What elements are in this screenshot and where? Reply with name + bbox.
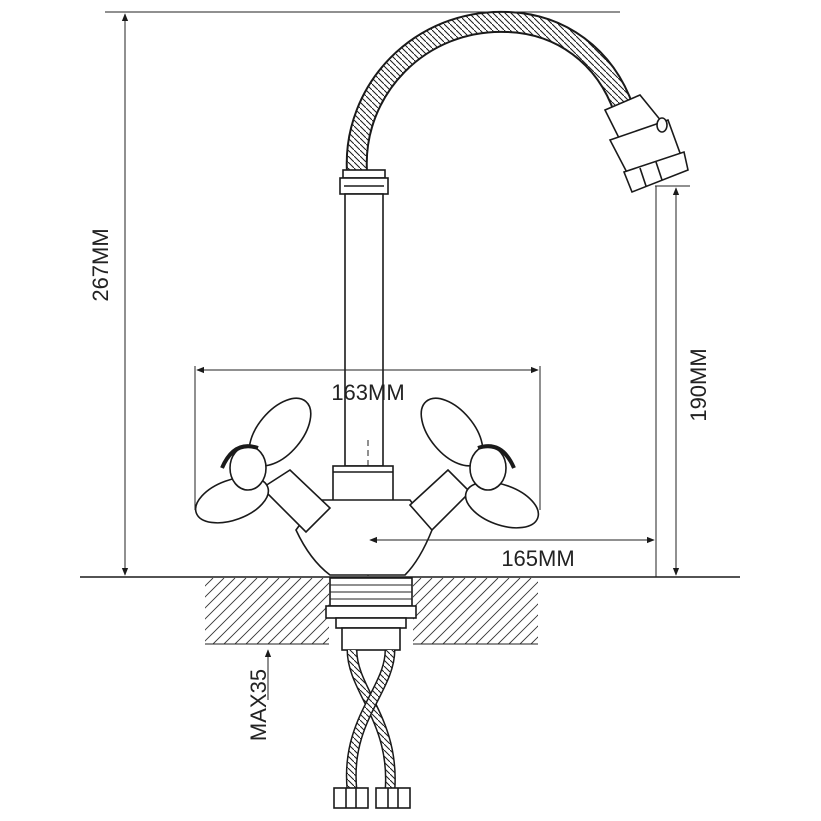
hatch-line [413, 578, 466, 631]
hose-right [347, 649, 394, 791]
hatch-line [212, 578, 280, 644]
overall-height-label: 267MM [88, 228, 113, 301]
hatch-line [278, 593, 329, 644]
hatch-line [413, 578, 433, 598]
hatch-line [289, 604, 329, 644]
handle-span-label: 163MM [331, 380, 404, 405]
hatch-line [413, 578, 444, 609]
hatch-line [245, 578, 313, 644]
hatch-line [205, 578, 247, 620]
dimension-max-countertop: MAX35 [246, 649, 272, 741]
hatch-line [442, 578, 510, 644]
dimension-spout-height: 190MM [655, 185, 711, 577]
spout-reach-label: 165MM [501, 546, 574, 571]
hatch-line [223, 578, 291, 644]
hatch-line [413, 578, 455, 620]
spout-collar-top [342, 169, 386, 179]
hatch-line [464, 578, 532, 644]
hatch-line [453, 578, 521, 644]
dimension-handle-span: 163MM [194, 366, 541, 510]
hose-fitting-left [333, 787, 369, 809]
dimension-spout-reach: 165MM [369, 536, 655, 571]
hatch-line [519, 625, 538, 644]
hatch-line [205, 578, 214, 587]
hatch-line [267, 582, 329, 644]
hatch-line [475, 581, 538, 644]
hatch-left [125, 578, 329, 644]
mounting-shank [325, 577, 417, 651]
hatch-line [256, 578, 324, 644]
hatch-line [420, 578, 488, 644]
hose-fitting-right [375, 787, 411, 809]
hatch-line [431, 578, 499, 644]
hatch-line [205, 578, 236, 609]
countertop-section [80, 576, 740, 645]
hatch-line [486, 592, 538, 644]
flexible-spout [347, 12, 633, 173]
hatch-right [413, 578, 608, 644]
left-arm [260, 468, 332, 534]
aerator-head [603, 94, 689, 194]
hatch-line [300, 615, 329, 644]
dimension-overall-height: 267MM [88, 11, 620, 576]
max-countertop-label: MAX35 [246, 669, 271, 741]
hatch-line [136, 578, 202, 644]
hatch-line [311, 626, 329, 644]
right-cross-handle [420, 397, 540, 529]
left-cross-handle [194, 397, 312, 524]
hatch-line [413, 578, 477, 642]
hatch-line [125, 578, 191, 644]
hatch-line [205, 578, 225, 598]
spout-height-label: 190MM [686, 348, 711, 421]
hatch-line [234, 578, 302, 644]
hatch-line [497, 603, 538, 644]
hatch-line [205, 578, 269, 642]
spout-tube [344, 193, 384, 467]
hatch-line [530, 636, 538, 644]
faucet [194, 10, 689, 809]
hatch-line [205, 578, 258, 631]
hatch-line [542, 578, 608, 644]
hatch-line [508, 614, 538, 644]
